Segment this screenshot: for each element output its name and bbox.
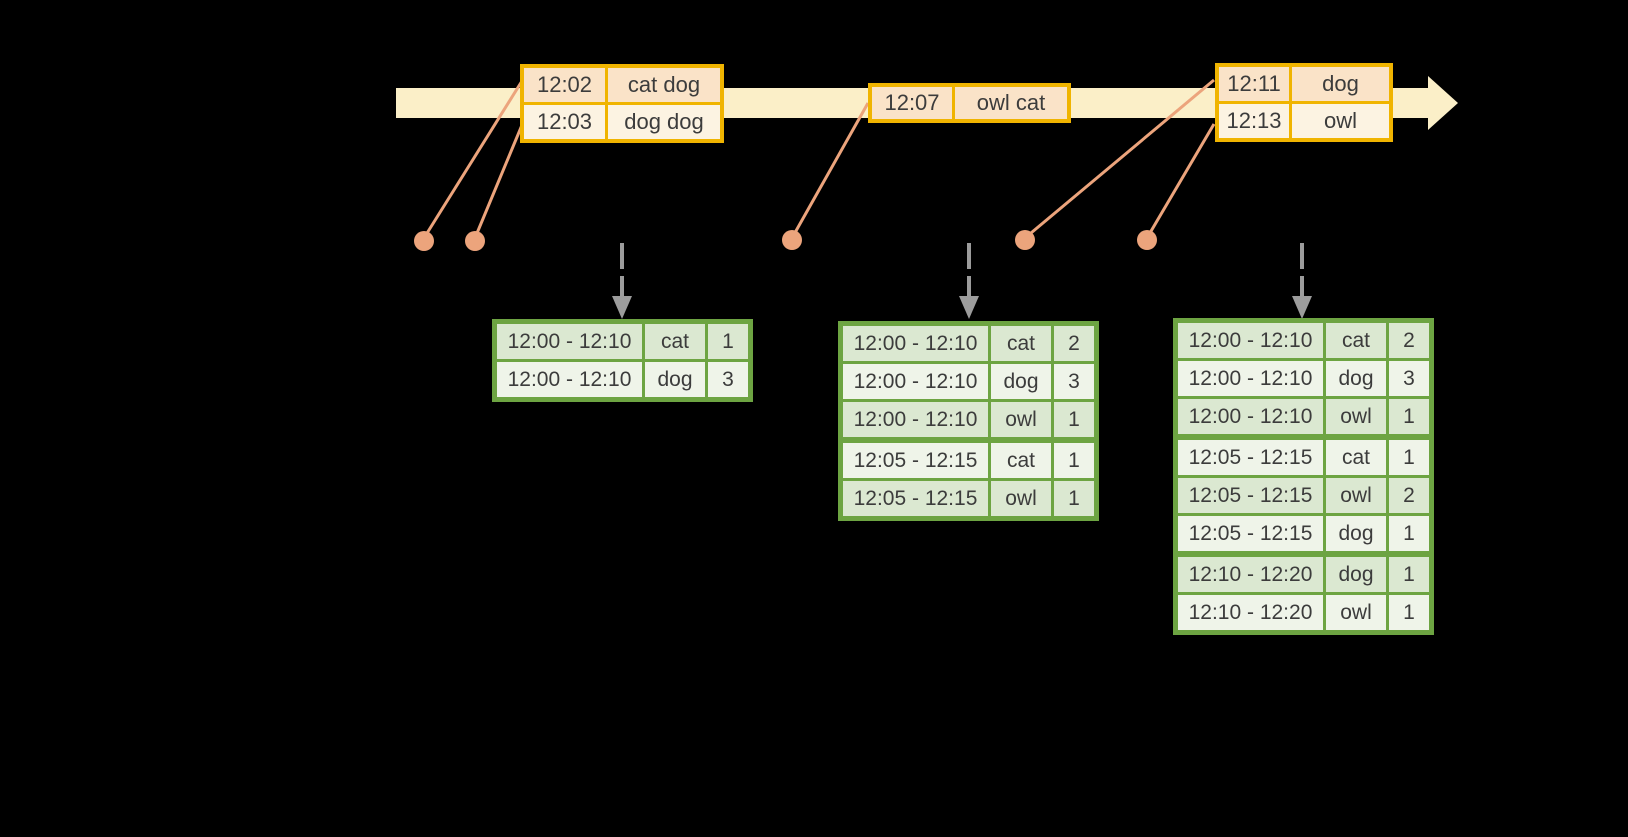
connector-line [790,102,870,239]
trigger-arrows [620,243,1304,299]
result-row: 12:05 - 12:15 cat 1 [843,443,1094,478]
trigger-arrowheads [612,296,1312,319]
window-range: 12:05 - 12:15 [1178,516,1323,551]
window-range: 12:05 - 12:15 [843,443,988,478]
arrow-down-icon [959,296,979,319]
window-range: 12:00 - 12:10 [497,324,642,359]
window-range: 12:00 - 12:10 [1178,323,1323,358]
event-time: 12:07 [872,87,952,119]
event-row: 12:07 owl cat [872,87,1067,119]
count: 2 [1389,478,1429,513]
window-range: 12:00 - 12:10 [497,362,642,397]
result-row: 12:00 - 12:10 dog 3 [843,364,1094,399]
count: 1 [1389,399,1429,434]
word: cat [991,443,1051,478]
count: 2 [1389,323,1429,358]
count: 1 [1054,402,1094,437]
event-dot [1137,230,1157,250]
event-table-2: 12:07 owl cat [868,83,1071,123]
window-range: 12:00 - 12:10 [1178,399,1323,434]
result-row: 12:00 - 12:10 cat 2 [1178,323,1429,358]
connector-line [1024,78,1215,240]
word: owl [991,481,1051,516]
window-range: 12:10 - 12:20 [1178,595,1323,630]
count: 1 [1054,443,1094,478]
count: 1 [1389,516,1429,551]
event-table-1: 12:02 cat dog 12:03 dog dog [520,64,724,143]
event-dot [782,230,802,250]
word: owl [1326,595,1386,630]
count: 2 [1054,326,1094,361]
event-dot [414,231,434,251]
word: cat [1326,440,1386,475]
result-table-3: 12:00 - 12:10 cat 2 12:00 - 12:10 dog 3 … [1173,318,1434,635]
window-range: 12:00 - 12:10 [843,402,988,437]
event-time: 12:03 [524,105,605,139]
event-words: dog [1292,67,1389,101]
event-words: owl [1292,104,1389,138]
word: dog [645,362,705,397]
result-table-2: 12:00 - 12:10 cat 2 12:00 - 12:10 dog 3 … [838,321,1099,521]
event-row: 12:13 owl [1219,104,1389,138]
count: 1 [1389,557,1429,592]
event-row: 12:11 dog [1219,67,1389,101]
result-row: 12:10 - 12:20 owl 1 [1178,595,1429,630]
result-row: 12:05 - 12:15 owl 2 [1178,478,1429,513]
event-row: 12:03 dog dog [524,105,720,139]
connector-line [1145,123,1216,239]
word: dog [1326,557,1386,592]
arrow-down-icon [612,296,632,319]
event-row: 12:02 cat dog [524,68,720,102]
count: 1 [1389,440,1429,475]
event-words: cat dog [608,68,720,102]
event-dot [1015,230,1035,250]
word: dog [1326,361,1386,396]
event-dots [414,230,1157,251]
result-row: 12:05 - 12:15 dog 1 [1178,516,1429,551]
count: 1 [1054,481,1094,516]
result-row: 12:00 - 12:10 cat 2 [843,326,1094,361]
event-time: 12:13 [1219,104,1289,138]
result-row: 12:00 - 12:10 cat 1 [497,324,748,359]
event-time: 12:02 [524,68,605,102]
word: cat [645,324,705,359]
event-time: 12:11 [1219,67,1289,101]
result-row: 12:00 - 12:10 owl 1 [1178,399,1429,434]
result-row: 12:05 - 12:15 owl 1 [843,481,1094,516]
event-table-3: 12:11 dog 12:13 owl [1215,63,1393,142]
count: 1 [708,324,748,359]
window-range: 12:10 - 12:20 [1178,557,1323,592]
count: 3 [1389,361,1429,396]
result-row: 12:00 - 12:10 owl 1 [843,402,1094,437]
word: cat [1326,323,1386,358]
event-words: dog dog [608,105,720,139]
event-dot [465,231,485,251]
window-range: 12:05 - 12:15 [1178,440,1323,475]
word: owl [991,402,1051,437]
event-connectors [422,78,1216,240]
word: owl [1326,478,1386,513]
word: dog [1326,516,1386,551]
window-range: 12:00 - 12:10 [843,364,988,399]
count: 3 [1054,364,1094,399]
event-words: owl cat [955,87,1067,119]
result-row: 12:00 - 12:10 dog 3 [497,362,748,397]
window-range: 12:00 - 12:10 [843,326,988,361]
word: owl [1326,399,1386,434]
result-row: 12:05 - 12:15 cat 1 [1178,440,1429,475]
word: cat [991,326,1051,361]
result-row: 12:10 - 12:20 dog 1 [1178,557,1429,592]
count: 1 [1389,595,1429,630]
window-range: 12:00 - 12:10 [1178,361,1323,396]
connector-line [473,124,524,239]
result-table-1: 12:00 - 12:10 cat 1 12:00 - 12:10 dog 3 [492,319,753,402]
arrow-down-icon [1292,296,1312,319]
window-range: 12:05 - 12:15 [1178,478,1323,513]
result-row: 12:00 - 12:10 dog 3 [1178,361,1429,396]
connector-line [422,80,524,239]
word: dog [991,364,1051,399]
window-range: 12:05 - 12:15 [843,481,988,516]
count: 3 [708,362,748,397]
timeline-arrowhead-icon [1428,76,1458,130]
